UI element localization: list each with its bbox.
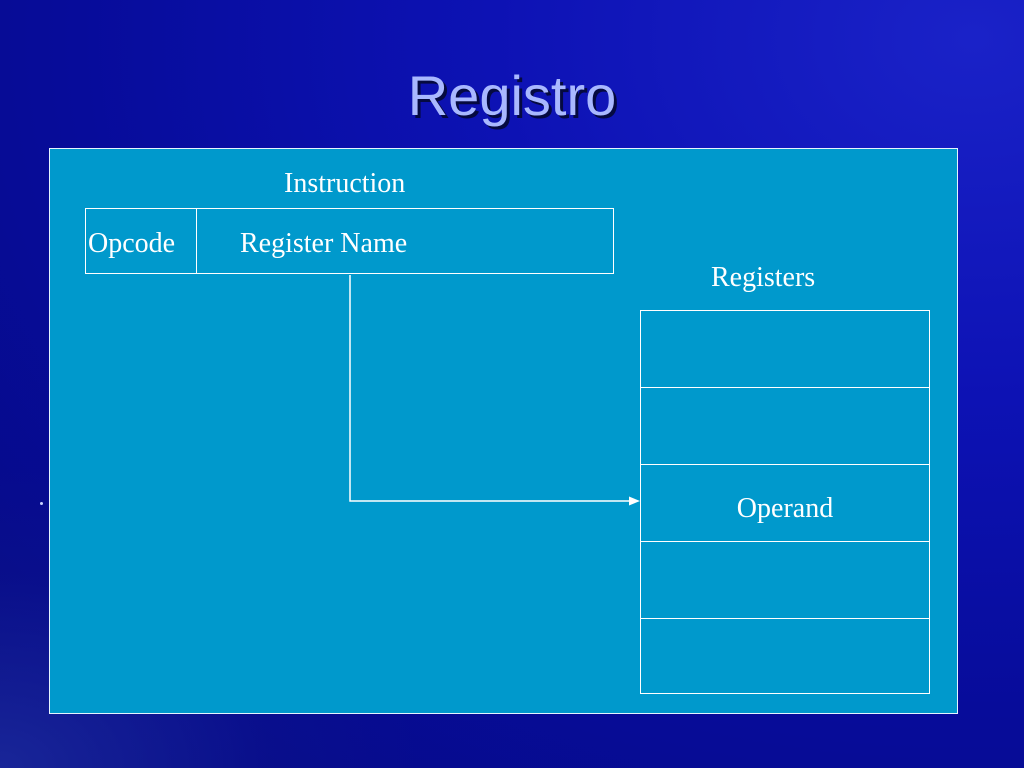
register-cell xyxy=(641,311,929,387)
registers-label: Registers xyxy=(711,262,816,293)
register-cell xyxy=(641,618,929,695)
register-name-field: Register Name xyxy=(240,228,408,259)
register-cell xyxy=(641,387,929,464)
instruction-format-box xyxy=(85,208,614,274)
bullet-dot xyxy=(40,502,43,505)
register-cell-operand: Operand xyxy=(641,464,929,541)
operand-label: Operand xyxy=(736,493,834,524)
field-divider xyxy=(196,209,197,273)
register-file: Operand xyxy=(640,310,930,694)
register-cell xyxy=(641,541,929,618)
slide-title: Registro xyxy=(407,64,617,127)
opcode-field: Opcode xyxy=(88,228,176,259)
instruction-label: Instruction xyxy=(284,168,406,199)
